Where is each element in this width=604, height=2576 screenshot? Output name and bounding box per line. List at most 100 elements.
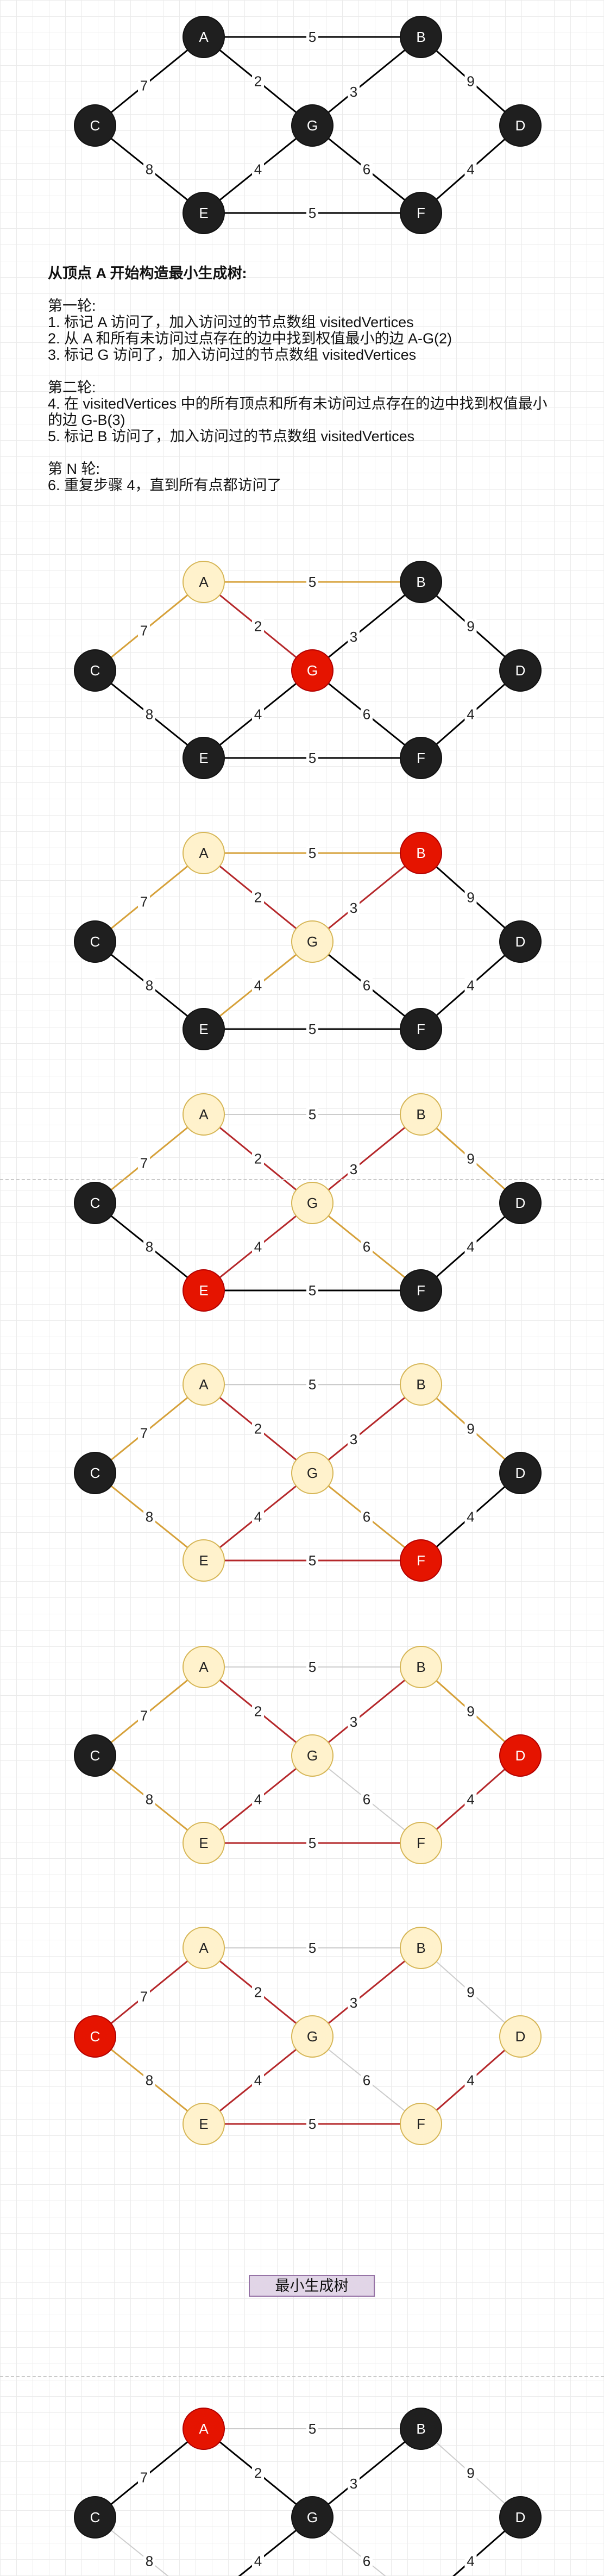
node-label-A: A [199, 1940, 209, 1956]
node-B-visited [400, 1363, 442, 1406]
node-B-current [400, 832, 442, 874]
edge-weight-bg [143, 977, 155, 992]
node-label-A: A [199, 29, 209, 45]
edge-weight-bg [361, 161, 373, 176]
mst-title-label: 最小生成树 [249, 2275, 375, 2297]
explanation-title: 从顶点 A 开始构造最小生成树: [48, 265, 247, 281]
node-C-default [74, 104, 116, 147]
edge-weight-AC: 7 [140, 1155, 148, 1171]
edge-weight-AG: 2 [254, 1984, 262, 2001]
edge-weight-BG: 3 [350, 1431, 357, 1447]
node-label-C: C [90, 2028, 100, 2045]
edge-weight-bg [306, 845, 318, 860]
node-G-visited [291, 2015, 334, 2058]
edge-weight-CE: 8 [146, 2553, 153, 2569]
edge-weight-bg [138, 894, 150, 908]
edge-weight-AC: 7 [140, 2470, 148, 2486]
edge-weight-EG: 4 [254, 1509, 262, 1525]
edge-weight-bg [464, 2465, 477, 2480]
edge-weight-bg [138, 623, 150, 637]
edge-BG-chosen [312, 1666, 421, 1757]
node-label-G: G [307, 662, 318, 679]
edge-weight-bg [306, 2116, 318, 2130]
node-D-default [499, 920, 542, 963]
round2-heading: 第二轮: [48, 379, 96, 396]
edge-BG-chosen [312, 1113, 421, 1204]
edge-weight-CE: 8 [146, 1239, 153, 1255]
edge-weight-CE: 8 [146, 1791, 153, 1808]
node-label-G: G [307, 2028, 318, 2045]
node-label-D: D [515, 1747, 526, 1764]
edge-weight-GF: 6 [363, 1791, 370, 1808]
edge-weight-CE: 8 [146, 706, 153, 723]
edge-weight-FD: 4 [467, 1791, 474, 1808]
edge-weight-GF: 6 [363, 2072, 370, 2089]
edge-weight-AB: 5 [309, 845, 316, 861]
edge-weight-bg [464, 1509, 477, 1524]
node-label-B: B [416, 2421, 425, 2437]
node-label-E: E [199, 1021, 208, 1037]
edge-weight-AG: 2 [254, 618, 262, 635]
edge-weight-EG: 4 [254, 161, 262, 178]
edge-weight-AB: 5 [309, 1659, 316, 1675]
edge-weight-CE: 8 [146, 977, 153, 994]
edge-weight-bg [306, 1835, 318, 1850]
edge-weight-bg [252, 2465, 264, 2480]
edge-weight-bg [252, 706, 264, 721]
edge-weight-FD: 4 [467, 1509, 474, 1525]
edge-weight-bg [306, 205, 318, 220]
edge-weight-bg [252, 2553, 264, 2568]
edge-weight-EG: 4 [254, 977, 262, 994]
edge-weight-EF: 5 [309, 205, 316, 221]
node-label-A: A [199, 1106, 209, 1123]
edge-weight-FD: 4 [467, 2553, 474, 2569]
node-label-D: D [515, 933, 526, 950]
node-E-default [183, 192, 225, 234]
edge-weight-BD: 9 [467, 1421, 474, 1437]
edge-weight-bg [143, 161, 155, 176]
edge-weight-AC: 7 [140, 894, 148, 910]
edge-weight-bg [252, 73, 264, 88]
node-label-C: C [90, 1195, 100, 1211]
node-label-F: F [417, 1552, 425, 1569]
round1-heading: 第一轮: [48, 298, 96, 314]
edge-BG-default [312, 36, 421, 127]
edge-weight-bg [348, 1995, 360, 2010]
edge-weight-bg [143, 2553, 155, 2568]
edge-weight-AG: 2 [254, 1151, 262, 1167]
node-A-visited [183, 561, 225, 603]
edge-weight-bg [361, 1791, 373, 1806]
edge-BG-default [312, 2428, 421, 2518]
node-F-default [400, 1269, 442, 1312]
edge-weight-bg [464, 161, 477, 176]
node-E-default [183, 1008, 225, 1050]
node-E-default [183, 737, 225, 779]
edge-weight-bg [252, 889, 264, 904]
edge-weight-bg [138, 1708, 150, 1722]
node-label-B: B [416, 29, 425, 45]
edge-weight-bg [464, 1239, 477, 1253]
node-D-default [499, 2496, 542, 2539]
node-G-default [291, 104, 334, 147]
node-label-B: B [416, 1940, 425, 1956]
node-G-default [291, 2496, 334, 2539]
node-A-visited [183, 1363, 225, 1406]
guide-dashed-line [0, 2376, 604, 2377]
edge-weight-bg [361, 706, 373, 721]
edge-weight-bg [348, 1162, 360, 1176]
edge-BG-chosen [312, 852, 421, 943]
round1-line: 1. 标记 A 访问了，加入访问过的节点数组 visitedVertices [48, 314, 414, 330]
edge-weight-BD: 9 [467, 2465, 474, 2481]
edge-weight-EG: 4 [254, 2553, 262, 2569]
edge-weight-bg [464, 1703, 477, 1718]
edge-weight-AB: 5 [309, 1106, 316, 1123]
edge-weight-AB: 5 [309, 2421, 316, 2437]
edge-weight-bg [138, 2470, 150, 2484]
edge-weight-BD: 9 [467, 73, 474, 90]
edge-weight-bg [306, 1940, 318, 1954]
node-D-default [499, 104, 542, 147]
node-label-B: B [416, 845, 425, 861]
node-F-visited [400, 2103, 442, 2145]
